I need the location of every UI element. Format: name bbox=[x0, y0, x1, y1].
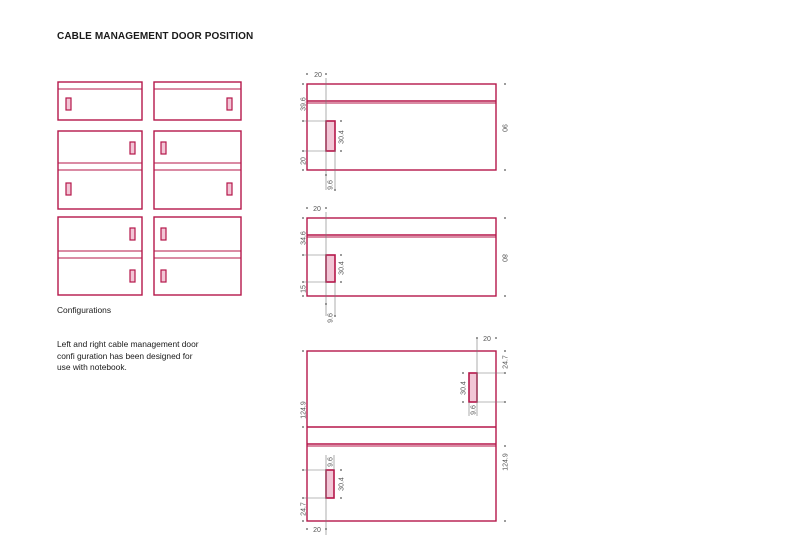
cable-door-slot bbox=[325, 120, 336, 152]
dim-upper-slot-length: 30.4 bbox=[461, 381, 468, 395]
cable-door-slot bbox=[226, 97, 233, 111]
cable-door-slot bbox=[160, 141, 167, 155]
dim-upper-gap: 39.6 bbox=[301, 97, 308, 111]
cable-door-slot bbox=[65, 182, 72, 196]
config-thumbnail bbox=[57, 216, 143, 296]
dim-lower-gap: 24.7 bbox=[301, 502, 308, 516]
dim-slot-width: 9.6 bbox=[328, 313, 335, 323]
cable-door-slot-upper bbox=[468, 372, 478, 403]
dim-top-width: 20 bbox=[314, 72, 322, 79]
dim-slot-length: 30.4 bbox=[339, 130, 346, 144]
drawing-80: 20 34.6 15 30.4 9.6 80 bbox=[301, 206, 508, 323]
config-thumbnail bbox=[57, 81, 143, 121]
dim-height: 90 bbox=[501, 124, 508, 132]
page-title: CABLE MANAGEMENT DOOR POSITION bbox=[57, 31, 254, 42]
dim-top-width: 20 bbox=[483, 336, 491, 343]
dim-lower-height: 124.9 bbox=[503, 453, 510, 471]
description: Left and right cable management door con… bbox=[57, 339, 217, 374]
cable-door-slot bbox=[226, 182, 233, 196]
dim-upper-height: 124.9 bbox=[301, 401, 308, 419]
cable-door-slot bbox=[160, 227, 167, 241]
dim-slot-length: 30.4 bbox=[339, 261, 346, 275]
configuration-thumbnails bbox=[57, 81, 242, 296]
config-thumbnail bbox=[57, 130, 143, 210]
dim-top-gap: 24.7 bbox=[503, 355, 510, 369]
dim-upper-slot-width: 9.6 bbox=[471, 405, 478, 415]
dim-lower-slot-length: 30.4 bbox=[339, 477, 346, 491]
cable-door-slot bbox=[129, 227, 136, 241]
config-thumbnail bbox=[153, 130, 242, 210]
description-line: confi guration has been designed for bbox=[57, 350, 193, 361]
config-thumbnail bbox=[153, 81, 242, 121]
dim-top-width: 20 bbox=[313, 206, 321, 213]
config-thumbnail bbox=[153, 216, 242, 296]
dim-lower-slot-width: 9.6 bbox=[328, 457, 335, 467]
dim-lower-gap: 20 bbox=[301, 157, 308, 165]
dim-upper-gap: 34.6 bbox=[301, 231, 308, 245]
description-line: use with notebook. bbox=[57, 362, 127, 372]
dim-height: 80 bbox=[501, 254, 508, 262]
cable-door-slot bbox=[129, 141, 136, 155]
cable-door-slot bbox=[325, 254, 336, 283]
drawing-90: 20 39.6 20 30.4 9.6 90 bbox=[301, 72, 508, 191]
cable-door-slot bbox=[160, 269, 167, 283]
dim-lower-gap: 15 bbox=[301, 285, 308, 293]
cable-door-slot bbox=[129, 269, 136, 283]
dim-bottom-width: 20 bbox=[313, 527, 321, 534]
cable-door-slot-lower bbox=[325, 469, 335, 499]
description-line: Left and right cable management door bbox=[57, 339, 199, 349]
configurations-caption: Configurations bbox=[57, 305, 112, 315]
cable-door-slot bbox=[65, 97, 72, 111]
drawing-124-9: 20 24.7 30.4 9.6 124.9 9.6 30.4 24.7 20 … bbox=[301, 336, 510, 535]
dim-slot-width: 9.6 bbox=[328, 180, 335, 190]
